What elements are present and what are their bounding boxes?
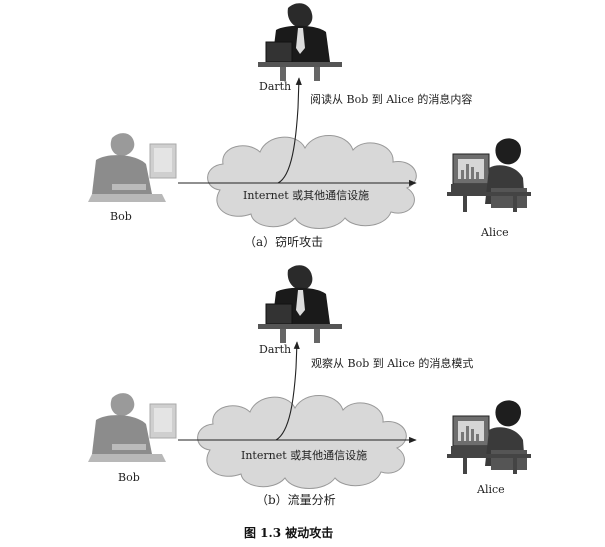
figure-caption: 图 1.3 被动攻击	[244, 526, 334, 540]
alice-figure-a	[446, 137, 532, 213]
bob-figure-b	[87, 392, 177, 463]
cloud-label-a: Internet 或其他通信设施	[243, 189, 370, 202]
interception-arrow-a	[277, 77, 302, 184]
cloud-label-b: Internet 或其他通信设施	[241, 449, 368, 462]
darth-label-a: Darth	[259, 80, 292, 93]
darth-figure-b	[257, 264, 343, 344]
alice-label-b: Alice	[477, 483, 505, 496]
bob-label-a: Bob	[110, 210, 132, 223]
caption-b: （b）流量分析	[256, 493, 336, 507]
alice-label-a: Alice	[481, 226, 509, 239]
caption-a: （a）窃听攻击	[244, 235, 324, 249]
interception-arrow-b	[275, 341, 300, 441]
alice-figure-b	[446, 399, 532, 475]
action-text-b: 观察从 Bob 到 Alice 的消息模式	[311, 357, 474, 370]
darth-figure-a	[257, 2, 343, 82]
darth-label-b: Darth	[259, 343, 292, 356]
action-text-a: 阅读从 Bob 到 Alice 的消息内容	[310, 93, 473, 106]
network-cloud-b	[197, 394, 407, 489]
bob-figure-a	[87, 132, 177, 203]
network-cloud-a	[207, 134, 417, 229]
bob-label-b: Bob	[118, 471, 140, 484]
